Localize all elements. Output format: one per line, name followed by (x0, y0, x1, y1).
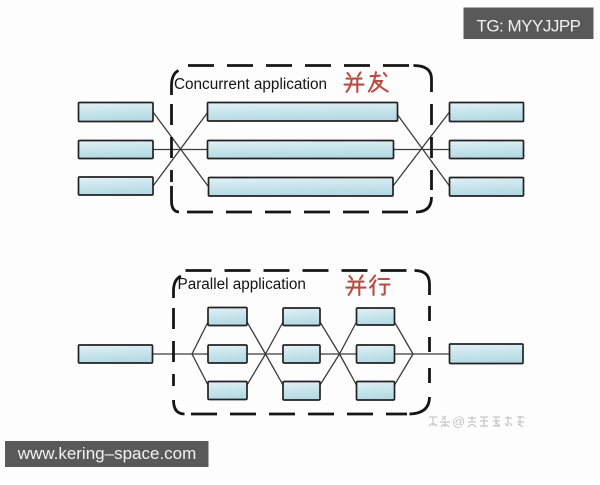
svg-text:www.kering–space.com: www.kering–space.com (17, 444, 197, 463)
svg-text:Concurrent application: Concurrent application (174, 76, 327, 93)
svg-text:@: @ (452, 414, 465, 429)
svg-text:Parallel application: Parallel application (178, 276, 306, 293)
svg-text:TG: MYYJJPP: TG: MYYJJPP (476, 17, 580, 36)
